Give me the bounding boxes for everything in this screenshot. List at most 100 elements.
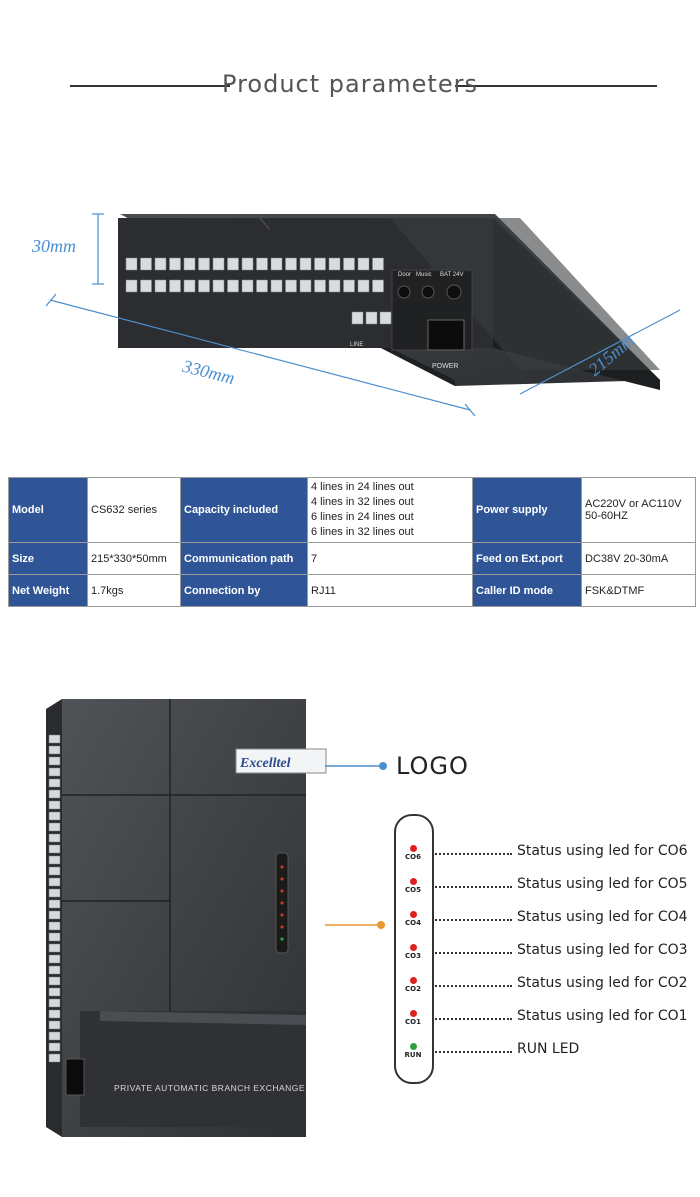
led-indicator-dot xyxy=(410,878,417,885)
table-header-cell: Size xyxy=(8,542,88,575)
table-header-cell: Communication path xyxy=(180,542,308,575)
table-header-cell: Capacity included xyxy=(180,477,308,543)
side-rj11-port xyxy=(48,932,61,942)
rj11-port xyxy=(299,279,312,293)
led-leader-line xyxy=(432,886,512,888)
table-header-cell: Connection by xyxy=(180,574,308,607)
capacity-line: 6 lines in 24 lines out xyxy=(311,511,414,523)
page-title: Product parameters xyxy=(222,70,478,98)
rj11-port xyxy=(140,257,152,271)
header-rule-left xyxy=(70,85,230,87)
side-rj11-port xyxy=(48,921,61,931)
table-cell: 1.7kgs xyxy=(87,574,181,607)
side-rj11-port xyxy=(48,866,61,876)
rj11-port xyxy=(198,279,210,293)
rj11-port xyxy=(169,257,181,271)
led-label: CO3 xyxy=(405,952,421,960)
line-port xyxy=(365,311,378,325)
table-header-cell: Caller ID mode xyxy=(472,574,582,607)
rj11-port xyxy=(357,257,370,271)
rj11-port xyxy=(270,279,283,293)
side-rj11-port xyxy=(48,822,61,832)
line-port xyxy=(351,311,364,325)
side-rj11-port xyxy=(48,1053,61,1063)
rj11-port xyxy=(285,257,297,271)
line-port xyxy=(379,311,392,325)
led-leader-line xyxy=(432,1018,512,1020)
brand-logo: Excelltel xyxy=(239,756,291,771)
led-indicator-dot xyxy=(410,911,417,918)
table-cell: FSK&DTMF xyxy=(581,574,696,607)
rj11-port xyxy=(256,257,268,271)
rj11-port xyxy=(372,257,384,271)
side-rj11-port xyxy=(48,943,61,953)
rj11-port xyxy=(270,257,283,271)
rj11-port xyxy=(198,257,210,271)
led-leader-line xyxy=(432,853,512,855)
music-label: Music xyxy=(416,272,432,278)
rj11-port xyxy=(183,279,196,293)
led-description: Status using led for CO4 xyxy=(517,909,688,925)
led-indicator-dot xyxy=(410,944,417,951)
table-cell: 4 lines in 24 lines out 4 lines in 32 li… xyxy=(307,477,473,543)
led-label: CO6 xyxy=(405,853,421,861)
side-rj11-port xyxy=(48,954,61,964)
table-cell: 215*330*50mm xyxy=(87,542,181,575)
rj11-port xyxy=(169,279,181,293)
side-rj11-port xyxy=(48,910,61,920)
led-description: Status using led for CO1 xyxy=(517,1008,688,1024)
side-rj11-port xyxy=(48,734,61,744)
header-rule-right xyxy=(455,85,657,87)
rj11-port xyxy=(140,279,152,293)
rj11-port xyxy=(125,279,138,293)
side-rj11-port xyxy=(48,1009,61,1019)
side-port-column xyxy=(48,734,61,1063)
led-label: RUN xyxy=(404,1051,422,1059)
led-description: RUN LED xyxy=(517,1041,580,1057)
spec-table: Model CS632 series Capacity included 4 l… xyxy=(8,477,696,607)
rj11-port xyxy=(212,257,225,271)
led-label: CO1 xyxy=(405,1018,421,1026)
rj11-port xyxy=(256,279,268,293)
table-header-cell: Power supply xyxy=(472,477,582,543)
rj11-port xyxy=(212,279,225,293)
led-pointer xyxy=(325,921,385,929)
rj11-port xyxy=(343,279,355,293)
rj11-port xyxy=(372,279,384,293)
led-indicator-dot xyxy=(410,845,417,852)
led-description: Status using led for CO6 xyxy=(517,843,688,859)
capacity-line: 4 lines in 32 lines out xyxy=(311,496,414,508)
led-description: Status using led for CO3 xyxy=(517,942,688,958)
rj11-port xyxy=(314,257,326,271)
led-label: CO4 xyxy=(405,919,421,927)
rj11-port xyxy=(227,257,239,271)
table-row: Size 215*330*50mm Communication path 7 F… xyxy=(8,542,696,575)
capacity-line: 4 lines in 24 lines out xyxy=(311,481,414,493)
device-front-text: PRIVATE AUTOMATIC BRANCH EXCHANGE xyxy=(114,1083,305,1093)
bat-label: BAT 24V xyxy=(440,272,463,278)
side-rj11-port xyxy=(48,811,61,821)
side-rj11-port xyxy=(48,998,61,1008)
power-label: POWER xyxy=(432,363,458,370)
height-dimension: 30mm xyxy=(32,236,76,256)
table-header-cell: Net Weight xyxy=(8,574,88,607)
led-indicator-dot xyxy=(410,1043,417,1050)
rj11-port xyxy=(154,257,167,271)
side-rj11-port xyxy=(48,877,61,887)
logo-pointer xyxy=(325,762,387,770)
rj11-port xyxy=(285,279,297,293)
door-label: Door xyxy=(398,272,411,278)
table-header-cell: Model xyxy=(8,477,88,543)
table-row: Model CS632 series Capacity included 4 l… xyxy=(8,477,696,543)
product-image-front: Excelltel PRIVATE AUTOMATIC BRANCH EXCHA… xyxy=(46,699,327,1137)
side-rj11-port xyxy=(48,965,61,975)
rj11-port xyxy=(125,257,138,271)
led-description: Status using led for CO5 xyxy=(517,876,688,892)
led-label: CO2 xyxy=(405,985,421,993)
side-rj11-port xyxy=(48,833,61,843)
side-rj11-port xyxy=(48,888,61,898)
side-rj11-port xyxy=(48,756,61,766)
side-rj11-port xyxy=(48,767,61,777)
side-rj11-port xyxy=(48,855,61,865)
rj11-port-rows xyxy=(125,257,392,325)
